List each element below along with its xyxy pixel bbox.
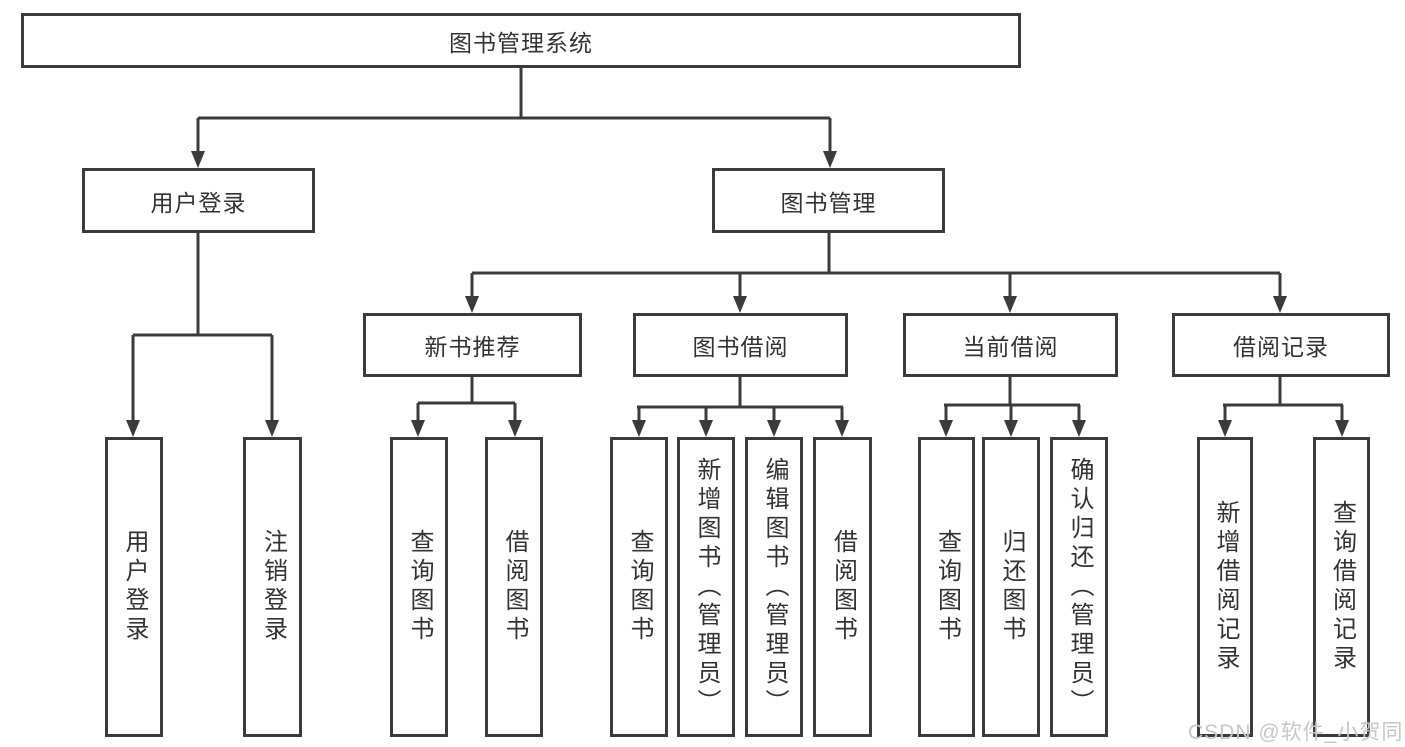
arrow-down-icon: [465, 296, 479, 313]
node-borrowing-records: 借阅记录: [1172, 313, 1390, 377]
arrow-down-icon: [1003, 296, 1017, 313]
node-label: 新增图书（管理员）: [693, 456, 720, 718]
node-leaf-add-borrow-record: 新增借阅记录: [1197, 437, 1253, 737]
node-leaf-add-book-admin: 新增图书（管理员）: [677, 437, 735, 737]
arrow-down-icon: [1218, 420, 1232, 437]
node-leaf-edit-book-admin: 编辑图书（管理员）: [745, 437, 803, 737]
arrow-down-icon: [1273, 296, 1287, 313]
tree-edges: [131, 68, 1344, 422]
node-label: 借阅记录: [1233, 334, 1329, 360]
node-new-book-recommendation: 新书推荐: [363, 313, 582, 377]
edge-userlogin-to-leaves: [131, 233, 274, 422]
node-leaf-borrow-books-1: 借阅图书: [485, 437, 543, 737]
node-leaf-borrow-books-2: 借阅图书: [813, 437, 872, 737]
arrow-down-icon: [767, 420, 781, 437]
arrow-down-icon: [823, 151, 837, 168]
edge-newbookrec-to-leaves: [416, 377, 517, 422]
node-leaf-query-books-1: 查询图书: [390, 437, 448, 737]
edge-bookborrow-to-leaves: [637, 377, 844, 422]
node-label: 注销登录: [259, 529, 287, 645]
arrow-down-icon: [632, 420, 646, 437]
node-leaf-query-borrow-record: 查询借阅记录: [1313, 437, 1370, 737]
node-leaf-query-books-2: 查询图书: [610, 437, 668, 737]
node-leaf-query-books-3: 查询图书: [918, 437, 975, 737]
node-label: 新书推荐: [424, 334, 521, 360]
arrow-down-icon: [508, 420, 522, 437]
node-label: 确认归还（管理员）: [1066, 456, 1093, 718]
node-label: 编辑图书（管理员）: [761, 456, 788, 718]
node-label: 归还图书: [998, 529, 1025, 645]
arrow-down-icon: [265, 420, 279, 437]
arrow-down-icon: [1335, 420, 1349, 437]
node-book-borrowing: 图书借阅: [633, 313, 848, 377]
arrow-down-icon: [411, 420, 425, 437]
edge-currentborrow-to-leaves: [944, 377, 1081, 422]
node-label: 图书管理系统: [449, 29, 593, 56]
arrow-down-icon: [126, 420, 140, 437]
arrow-down-icon: [733, 296, 747, 313]
node-label: 新增借阅记录: [1212, 500, 1239, 674]
arrowheads: [126, 151, 1349, 437]
node-label: 查询图书: [933, 529, 961, 645]
arrow-down-icon: [835, 420, 849, 437]
node-book-management: 图书管理: [712, 168, 945, 233]
csdn-watermark: CSDN @软件_小贺同学: [1188, 721, 1405, 744]
node-label: 图书借阅: [692, 334, 789, 360]
node-label: 图书管理: [780, 189, 877, 216]
node-label: 查询图书: [406, 529, 433, 645]
node-current-borrowing: 当前借阅: [903, 313, 1118, 377]
node-label: 查询借阅记录: [1328, 500, 1356, 674]
node-leaf-return-books: 归还图书: [982, 437, 1040, 737]
arrow-down-icon: [191, 151, 205, 168]
arrow-down-icon: [1004, 420, 1018, 437]
node-library-management-system: 图书管理系统: [21, 13, 1021, 68]
node-label: 用户登录: [150, 189, 247, 216]
edge-root-to-level2: [196, 68, 832, 153]
node-label: 用户登录: [121, 529, 148, 645]
edge-borrowrecords-to-leaves: [1223, 377, 1344, 422]
node-label: 查询图书: [626, 529, 653, 645]
node-user-login: 用户登录: [82, 168, 315, 233]
node-leaf-user-login: 用户登录: [105, 437, 163, 737]
arrow-down-icon: [1072, 420, 1086, 437]
arrow-down-icon: [699, 420, 713, 437]
node-label: 借阅图书: [501, 529, 528, 645]
node-label: 当前借阅: [962, 334, 1059, 360]
node-leaf-confirm-return-admin: 确认归还（管理员）: [1050, 437, 1108, 737]
node-label: 借阅图书: [829, 529, 857, 645]
node-leaf-logout: 注销登录: [243, 437, 302, 737]
edge-bookmgmt-to-level3: [470, 233, 1282, 298]
arrow-down-icon: [939, 420, 953, 437]
